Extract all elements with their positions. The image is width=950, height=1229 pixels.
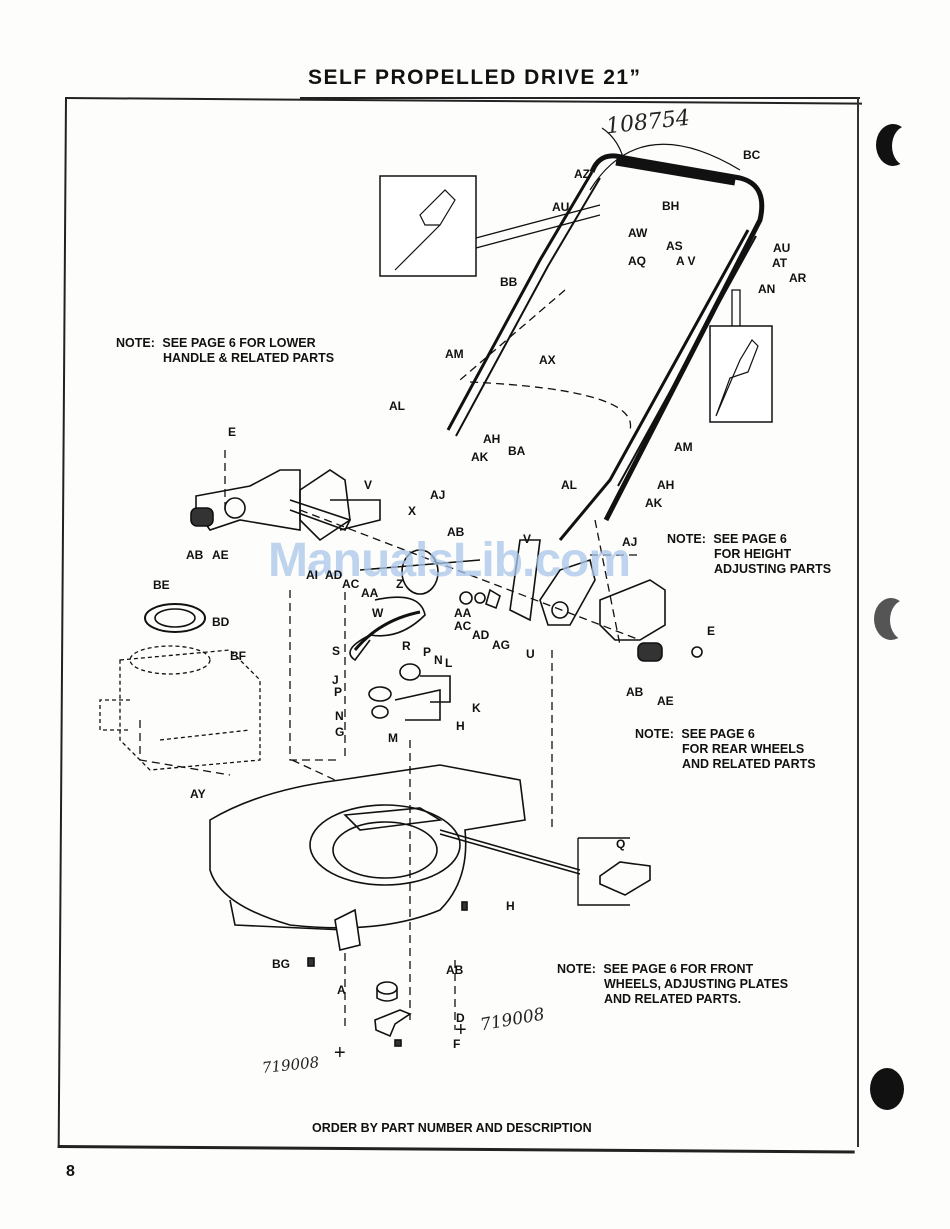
callout-bd: BD bbox=[212, 615, 230, 629]
callout-ay: AY bbox=[190, 787, 206, 801]
callout-ac2: AC bbox=[454, 619, 472, 633]
callout-bh: BH bbox=[662, 199, 680, 213]
title-underline bbox=[300, 97, 860, 99]
chute-deflector-part bbox=[599, 861, 651, 896]
note-front-wheels: NOTE: SEE PAGE 6 FOR FRONT WHEELS, ADJUS… bbox=[557, 962, 789, 1006]
callout-aa2: AA bbox=[454, 606, 472, 620]
note-rear-wheels: NOTE: SEE PAGE 6 FOR REAR WHEELS AND REL… bbox=[635, 727, 816, 771]
footer-instruction: ORDER BY PART NUMBER AND DESCRIPTION bbox=[312, 1121, 592, 1135]
callout-am2: AM bbox=[674, 440, 693, 454]
engine-outline-part bbox=[99, 645, 261, 771]
diagram-frame-right-edge bbox=[857, 97, 859, 1147]
callout-at: AT bbox=[772, 256, 788, 270]
callout-g: G bbox=[335, 725, 345, 739]
air-filter-part bbox=[144, 603, 206, 633]
binder-hole-icon bbox=[874, 598, 920, 640]
callout-k: K bbox=[472, 701, 481, 715]
callout-ae2: AE bbox=[657, 694, 674, 708]
callout-q: Q bbox=[616, 837, 626, 851]
page-title: SELF PROPELLED DRIVE 21” bbox=[308, 66, 642, 89]
callout-bf: BF bbox=[230, 649, 246, 663]
front-wheel-bracket-parts bbox=[307, 901, 468, 1047]
callout-ae1: AE bbox=[212, 548, 229, 562]
callout-bc: BC bbox=[743, 148, 761, 162]
callout-ba: BA bbox=[508, 444, 526, 458]
dashed-assembly-lines bbox=[139, 289, 641, 1030]
callout-n2: N bbox=[335, 709, 344, 723]
callout-a: A bbox=[337, 983, 346, 997]
watermark: ManualsLib.com bbox=[268, 534, 631, 587]
callout-l: L bbox=[445, 656, 453, 670]
callout-be: BE bbox=[153, 578, 170, 592]
callout-v2: V bbox=[523, 532, 532, 546]
page-number: 8 bbox=[66, 1163, 75, 1180]
callout-bg: BG bbox=[272, 957, 290, 971]
handle-cable-arc bbox=[589, 143, 741, 191]
binder-hole-icon bbox=[870, 1068, 904, 1110]
upper-handle-part bbox=[446, 153, 765, 541]
callout-p2: P bbox=[334, 685, 343, 699]
callout-v1: V bbox=[364, 478, 373, 492]
callout-e2: E bbox=[707, 624, 716, 638]
callout-av: A V bbox=[676, 254, 696, 268]
callout-ah1: AH bbox=[483, 432, 501, 446]
note-height-adjusting: NOTE: SEE PAGE 6 FOR HEIGHT ADJUSTING PA… bbox=[667, 532, 832, 576]
callout-ab3: AB bbox=[626, 685, 644, 699]
callout-ag: AG bbox=[492, 638, 510, 652]
callout-ad1: AD bbox=[325, 568, 343, 582]
callout-as: AS bbox=[666, 239, 683, 253]
cross-mark-icon: + bbox=[334, 1042, 346, 1064]
callout-aq: AQ bbox=[628, 254, 646, 268]
callout-ai: AI bbox=[306, 568, 318, 582]
callout-aj2: AJ bbox=[622, 535, 638, 549]
callout-m: M bbox=[388, 731, 398, 745]
callout-ax: AX bbox=[539, 353, 556, 367]
callout-s: S bbox=[332, 644, 341, 658]
callout-al1: AL bbox=[389, 399, 405, 413]
inset-box-control-left bbox=[379, 175, 477, 277]
callout-ac1: AC bbox=[342, 577, 360, 591]
callout-ab4: AB bbox=[446, 963, 464, 977]
callout-al2: AL bbox=[561, 478, 577, 492]
callout-w: W bbox=[372, 606, 384, 620]
binder-hole-icon bbox=[876, 124, 922, 166]
cross-mark-icon: + bbox=[455, 1019, 467, 1041]
callout-an: AN bbox=[758, 282, 776, 296]
callout-aw: AW bbox=[628, 226, 648, 240]
note-lower-handle: NOTE: SEE PAGE 6 FOR LOWER HANDLE & RELA… bbox=[116, 336, 335, 365]
left-rear-bracket-part bbox=[190, 469, 381, 542]
callout-am1: AM bbox=[445, 347, 464, 361]
callout-ah2: AH bbox=[657, 478, 675, 492]
callout-e1: E bbox=[228, 425, 237, 439]
callout-ak2: AK bbox=[645, 496, 663, 510]
callout-h1: H bbox=[456, 719, 465, 733]
callout-d: D bbox=[456, 1011, 465, 1025]
callout-f: F bbox=[453, 1037, 461, 1051]
callout-aa1: AA bbox=[361, 586, 379, 600]
callout-au1: AU bbox=[552, 200, 570, 214]
callout-p1: P bbox=[423, 645, 432, 659]
callout-au2: AU bbox=[773, 241, 791, 255]
callout-n1: N bbox=[434, 653, 443, 667]
mower-deck-part bbox=[209, 764, 526, 951]
callout-r: R bbox=[402, 639, 411, 653]
callout-z: Z bbox=[396, 577, 404, 591]
callout-ab2: AB bbox=[447, 525, 465, 539]
callout-ad2: AD bbox=[472, 628, 490, 642]
drive-pulley-belt-parts bbox=[349, 539, 541, 721]
callout-az: AZ bbox=[574, 167, 590, 181]
callout-h2: H bbox=[506, 899, 515, 913]
callout-ab1: AB bbox=[186, 548, 204, 562]
callout-ak1: AK bbox=[471, 450, 489, 464]
callout-aj1: AJ bbox=[430, 488, 446, 502]
callout-u: U bbox=[526, 647, 535, 661]
callout-x: X bbox=[408, 504, 417, 518]
callout-j: J bbox=[332, 673, 339, 687]
callout-ar: AR bbox=[789, 271, 807, 285]
right-rear-bracket-part bbox=[539, 558, 703, 662]
callout-bb: BB bbox=[500, 275, 518, 289]
